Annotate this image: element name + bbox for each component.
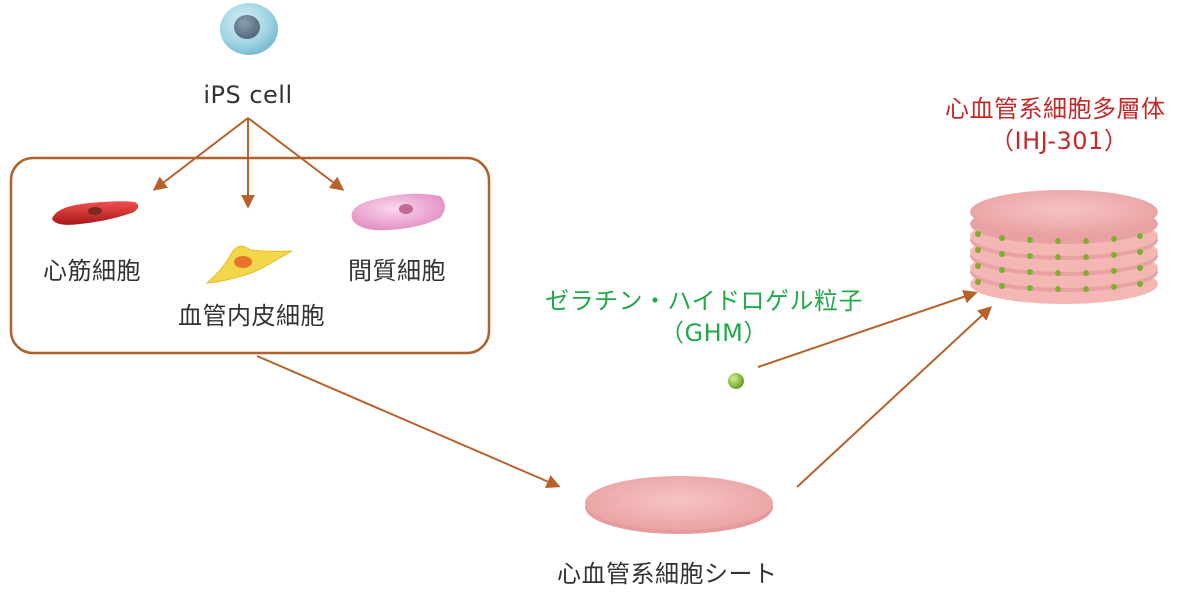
ips-cell-label: iPS cell: [203, 81, 293, 109]
ghm-name-label: ゼラチン・ハイドロゲル粒子: [545, 287, 864, 315]
ghm-particle-icon: [728, 373, 744, 389]
arrow-box-to-sheet: [256, 355, 561, 488]
endothelial-cell-icon: [205, 245, 293, 284]
cell-sheet-icon: [585, 476, 773, 534]
multilayer-stack-icon: [970, 190, 1158, 304]
cardiomyocyte-label: 心筋細胞: [43, 257, 141, 285]
stromal-cell-icon: [351, 193, 445, 231]
cardiomyocyte-icon: [52, 201, 139, 225]
differentiation-arrows: [152, 117, 345, 209]
endothelial-cell-label: 血管内皮細胞: [178, 302, 325, 330]
differentiated-cells-box: [9, 156, 491, 355]
arrow-ghm-to-multilayer: [757, 289, 978, 368]
cell-sheet-label: 心血管系細胞シート: [557, 560, 778, 588]
product-name-label: 心血管系細胞多層体: [945, 95, 1166, 123]
ghm-abbr-label: （GHM）: [660, 319, 768, 347]
arrow-sheet-to-multilayer: [796, 306, 993, 488]
stromal-cell-label: 間質細胞: [348, 257, 446, 285]
product-code-label: （IHJ-301）: [990, 127, 1129, 155]
ips-cell-icon: [220, 3, 278, 55]
